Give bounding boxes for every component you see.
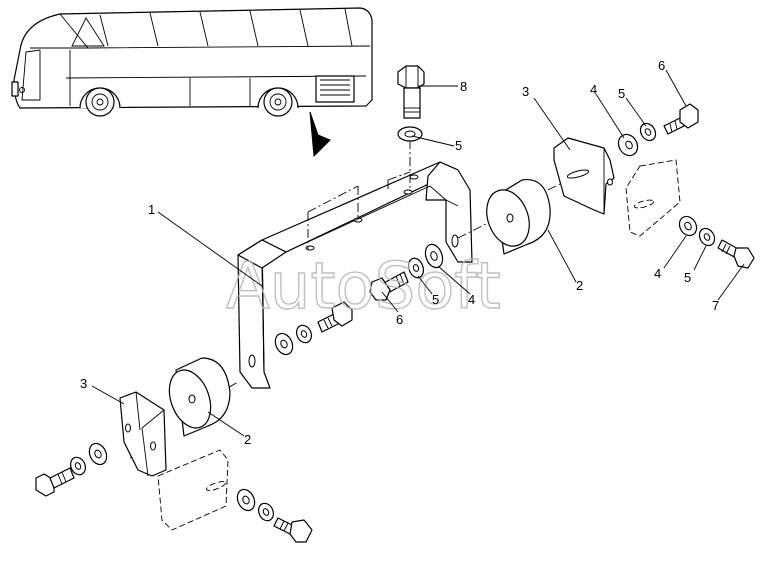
- bolt-left-mid: [317, 301, 353, 333]
- washer-bottom-a: [236, 488, 256, 512]
- watermark-text: AutoSoft: [226, 250, 501, 324]
- plate-part-3-right: [553, 137, 615, 215]
- bracket-part-1: [237, 161, 473, 389]
- bolt-part-7: [717, 239, 755, 269]
- washer-left-mid-b: [296, 324, 312, 344]
- location-arrow-icon: [309, 111, 331, 158]
- dashed-plate-left: [157, 449, 229, 531]
- callout-4-right: 4: [654, 266, 661, 281]
- callout-2-left: 2: [244, 432, 251, 447]
- bolt-part-6-middle: [369, 271, 409, 301]
- washer-lower-left-b: [88, 442, 108, 466]
- bus-illustration: [11, 7, 373, 117]
- callout-6-middle: 6: [396, 312, 403, 327]
- washer-part-4-middle: [424, 243, 444, 269]
- washer-part-5-upper-right: [639, 122, 657, 142]
- callout-7: 7: [712, 298, 719, 313]
- callout-1: 1: [148, 202, 155, 217]
- callout-5-top: 5: [455, 138, 462, 153]
- bolt-lower-left: [35, 467, 75, 497]
- callout-5-middle: 5: [432, 292, 439, 307]
- callout-8: 8: [460, 79, 467, 94]
- washer-bottom-b: [258, 502, 274, 522]
- washer-part-5-right: [698, 227, 716, 247]
- callout-3-left: 3: [80, 376, 87, 391]
- washer-part-5-top: [397, 126, 423, 142]
- callout-6-upper-right: 6: [658, 58, 665, 73]
- washer-part-4-upper-right: [617, 133, 639, 157]
- plate-part-3-left: [119, 391, 167, 477]
- callout-5-right: 5: [684, 270, 691, 285]
- callout-4-middle: 4: [468, 292, 475, 307]
- rubber-mount-part-2-left: [168, 357, 231, 437]
- bolt-bottom: [273, 517, 313, 543]
- callout-4-upper-right: 4: [590, 82, 597, 97]
- washer-lower-left-a: [70, 456, 86, 476]
- dashed-plate-right: [625, 159, 681, 237]
- callout-2-right: 2: [576, 278, 583, 293]
- rubber-mount-part-2-right: [486, 178, 551, 255]
- washer-part-4-right: [678, 215, 698, 237]
- callout-leaders: [91, 69, 745, 437]
- bolt-part-6-upper-right: [663, 103, 699, 135]
- washer-left-mid-a: [274, 332, 294, 356]
- callout-5-upper-right: 5: [618, 86, 625, 101]
- callout-3-right: 3: [522, 84, 529, 99]
- bolt-part-8: [397, 65, 425, 119]
